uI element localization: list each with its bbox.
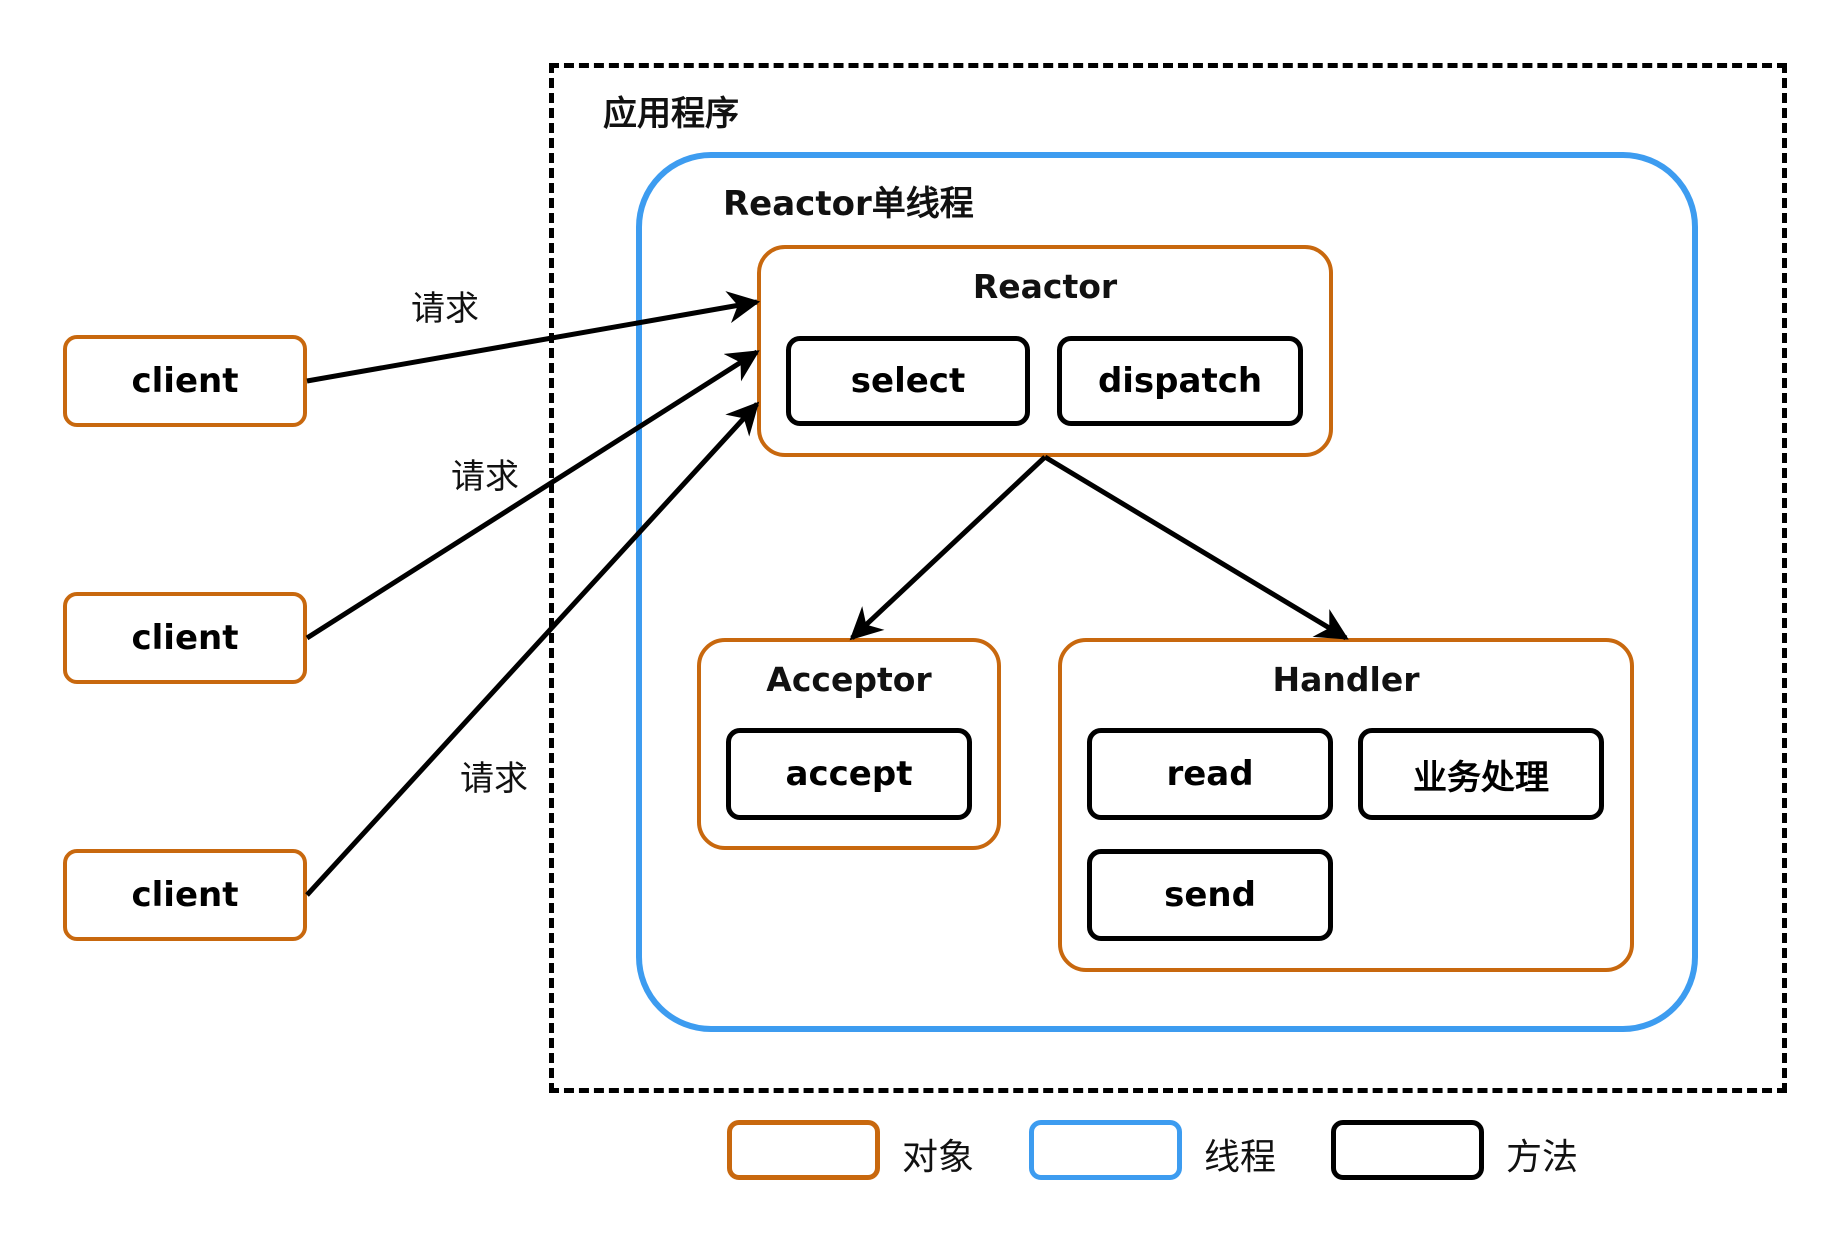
reactor-title: Reactor <box>972 267 1118 306</box>
application-label: 应用程序 <box>603 94 739 134</box>
legend-label-thread: 线程 <box>1204 1137 1277 1178</box>
legend-label-object: 对象 <box>902 1137 975 1178</box>
request-label-3: 请求 <box>460 759 528 799</box>
select-method: select <box>786 336 1030 426</box>
legend-swatch-method <box>1331 1120 1484 1180</box>
thread-label: Reactor单线程 <box>723 184 974 224</box>
request-label-1: 请求 <box>411 289 479 329</box>
client-2: client <box>63 592 307 684</box>
request-label-2: 请求 <box>451 457 519 497</box>
accept-method: accept <box>726 728 972 820</box>
legend-swatch-thread <box>1029 1120 1182 1180</box>
handler-title: Handler <box>1272 660 1420 699</box>
business-processing-method: 业务处理 <box>1358 728 1604 820</box>
client-1: client <box>63 335 307 427</box>
send-method: send <box>1087 849 1333 941</box>
legend-label-method: 方法 <box>1506 1137 1579 1178</box>
client-3: client <box>63 849 307 941</box>
dispatch-method: dispatch <box>1057 336 1303 426</box>
legend-swatch-object <box>727 1120 880 1180</box>
read-method: read <box>1087 728 1333 820</box>
acceptor-title: Acceptor <box>766 660 932 699</box>
